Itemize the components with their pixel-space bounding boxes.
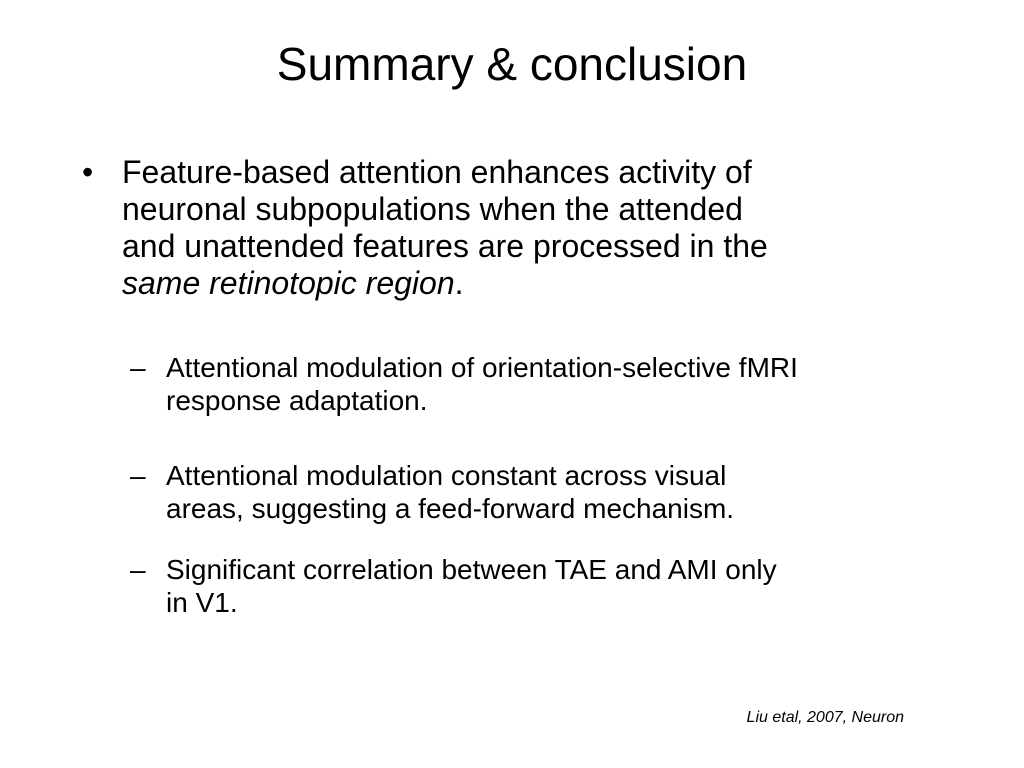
- main-bullet: • Feature-based attention enhances activ…: [82, 154, 942, 302]
- sub-bullet-1: – Attentional modulation of orientation-…: [130, 351, 956, 417]
- main-bullet-trailing: .: [454, 265, 464, 301]
- main-bullet-line-4: same retinotopic region.: [122, 265, 942, 302]
- sub-bullet-3: – Significant correlation between TAE an…: [130, 553, 956, 619]
- citation: Liu etal, 2007, Neuron: [746, 709, 904, 726]
- main-bullet-line-1: Feature-based attention enhances activit…: [122, 154, 752, 190]
- main-bullet-emphasis: same retinotopic region: [122, 265, 455, 301]
- sub-bullet-3-line-1: Significant correlation between TAE and …: [166, 554, 777, 585]
- bullet-marker: •: [82, 154, 94, 190]
- slide-title: Summary & conclusion: [276, 38, 748, 90]
- sub-bullet-2-line-2: areas, suggesting a feed-forward mechani…: [166, 493, 735, 524]
- sub-bullet-2: – Attentional modulation constant across…: [130, 459, 956, 525]
- main-bullet-line-3: and unattended features are processed in…: [122, 228, 768, 264]
- sub-bullet-3-line-2: in V1.: [166, 587, 238, 618]
- main-bullet-line-2: neuronal subpopulations when the attende…: [122, 191, 743, 227]
- sub-bullet-1-line-2: response adaptation.: [166, 385, 428, 416]
- dash-marker: –: [130, 460, 146, 491]
- sub-bullet-1-line-1: Attentional modulation of orientation-se…: [166, 352, 798, 383]
- dash-marker: –: [130, 554, 146, 585]
- dash-marker: –: [130, 352, 146, 383]
- sub-bullet-2-line-1: Attentional modulation constant across v…: [166, 460, 727, 491]
